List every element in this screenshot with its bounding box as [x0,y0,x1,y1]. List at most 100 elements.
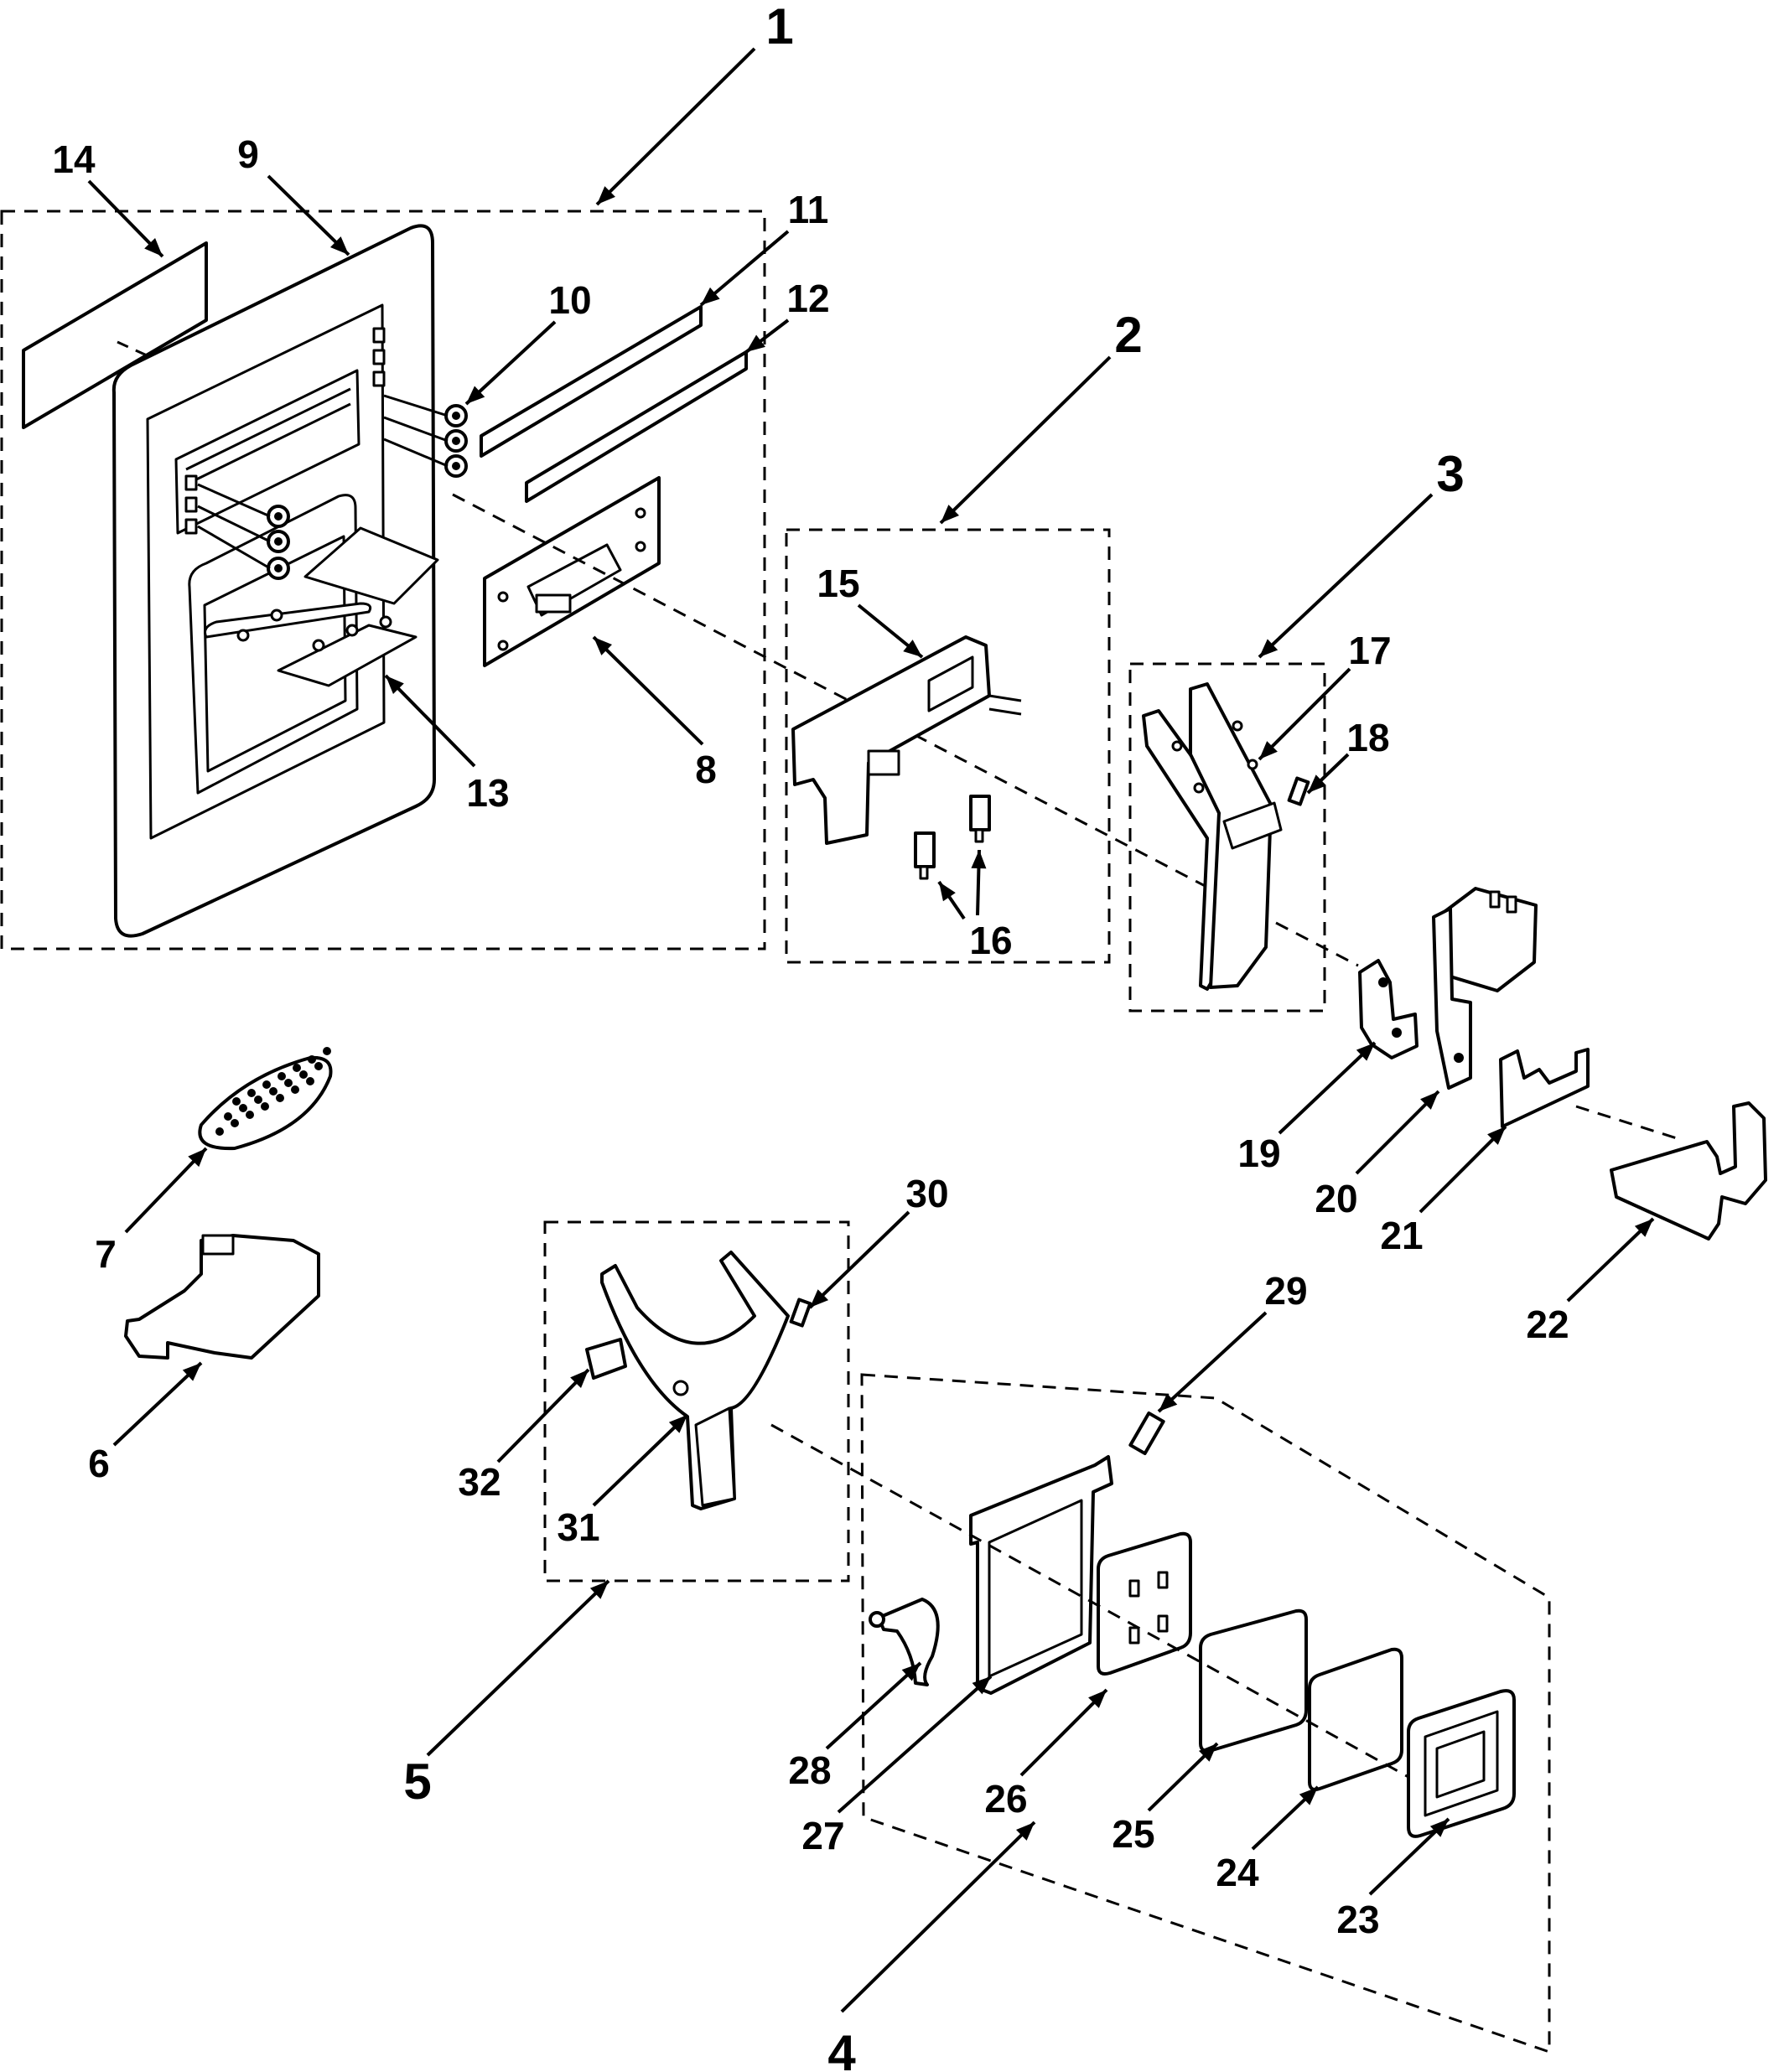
leader-17-arrowhead [1259,741,1278,759]
part-18-spring [1287,776,1310,806]
callout-18: 18 [1346,716,1389,759]
leader-13-arrowhead [386,676,404,695]
leader-27-arrowhead [972,1676,991,1695]
grille-hole [262,1080,271,1089]
grille-hole [246,1111,254,1119]
grille-hole [306,1077,314,1085]
callout-21: 21 [1380,1214,1423,1257]
callout-23: 23 [1336,1898,1379,1941]
part-29-spring [1128,1411,1165,1456]
leader-31-arrowhead [668,1415,687,1433]
callout-30: 30 [905,1172,948,1215]
callout-15: 15 [817,562,859,605]
part-12-strip [525,350,748,503]
callout-7: 7 [95,1232,117,1276]
grille-hole [247,1089,256,1097]
leader-29-arrowhead [1159,1393,1178,1412]
leader-12-arrowhead [746,334,765,352]
part-32-switch [585,1338,627,1380]
grille-hole [232,1097,241,1106]
leader-16a-arrowhead [939,882,956,902]
callout-26: 26 [984,1777,1027,1821]
leader-14-arrowhead [144,237,163,256]
callout-11: 11 [788,188,829,231]
leader-11-arrowhead [701,287,720,305]
grille-hole [284,1079,293,1087]
callout-6: 6 [88,1442,110,1485]
leader-9-arrowhead [329,236,349,255]
leader-3 [1258,493,1434,659]
guide-line [1575,1105,1678,1140]
part-7-grille [198,1047,333,1151]
leader-6 [112,1361,203,1447]
leader-8 [592,635,704,746]
leader-6-arrowhead [182,1363,201,1381]
callout-27: 27 [801,1814,844,1857]
grille-hole [314,1062,323,1070]
leader-32-arrowhead [570,1370,589,1389]
leader-8-arrowhead [594,637,612,655]
assembly-4-boundary [860,1373,1551,2054]
callout-29: 29 [1264,1269,1307,1313]
leader-5 [426,1579,610,1757]
leader-24-arrowhead [1299,1787,1318,1805]
part-14-plate [22,241,208,429]
part-19-bracket [1358,959,1419,1059]
leader-7-arrowhead [188,1148,206,1168]
leader-2-arrowhead [941,505,960,523]
leader-10 [464,320,557,406]
leader-29 [1157,1311,1268,1413]
callout-3: 3 [1436,446,1464,502]
part-15-switch-housing [791,635,1022,845]
part-8-control-board [483,476,661,667]
leader-lines [87,47,1655,2013]
part-6-drip-tray [124,1234,320,1360]
leader-21 [1419,1125,1507,1214]
part-28-arm [869,1598,940,1686]
callout-17: 17 [1348,629,1391,672]
leader-16b-arrowhead [971,850,987,869]
part-16-microswitches [914,795,991,880]
leader-23-arrowhead [1429,1819,1449,1837]
leader-1 [595,47,756,206]
assembly-3-boundary [1128,662,1326,1013]
part-31-ice-lever [600,1251,790,1510]
callout-24: 24 [1216,1851,1259,1894]
leader-5-arrowhead [589,1581,609,1599]
grille-hole [277,1072,286,1080]
part-23-seal [1407,1689,1516,1838]
grille-hole [276,1094,284,1102]
leader-9 [267,174,350,256]
grille-hole [299,1070,308,1079]
leader-20 [1355,1090,1440,1175]
callout-8: 8 [695,748,717,791]
leader-25-arrowhead [1198,1743,1217,1762]
leader-19-arrowhead [1356,1043,1375,1061]
part-26-gasket [1097,1531,1192,1676]
callout-5: 5 [403,1753,431,1810]
callout-25: 25 [1112,1812,1154,1856]
grille-hole [308,1055,316,1064]
callout-1: 1 [765,0,793,54]
grille-hole [215,1127,224,1136]
callout-12: 12 [786,277,829,320]
callout-22: 22 [1526,1303,1569,1346]
leader-10-arrowhead [466,386,485,404]
part-20-solenoid [1432,887,1538,1090]
callout-20: 20 [1315,1177,1357,1220]
callout-19: 19 [1237,1132,1280,1175]
leader-21-arrowhead [1487,1127,1506,1145]
leader-18-arrowhead [1308,774,1327,793]
grille-hole [269,1087,277,1096]
assembly-2-boundary [785,528,1111,964]
leader-19 [1278,1041,1377,1135]
leader-13 [384,674,476,768]
grille-hole [323,1047,331,1055]
callout-labels: 1 2 3 4 5 6 7 8 9 10 11 12 13 14 15 16 1… [52,0,1569,2072]
callout-2: 2 [1114,307,1142,363]
leader-30-arrowhead [810,1289,829,1308]
leader-30 [808,1210,910,1309]
part-27-door-frame [969,1455,1113,1695]
grille-hole [254,1096,262,1104]
